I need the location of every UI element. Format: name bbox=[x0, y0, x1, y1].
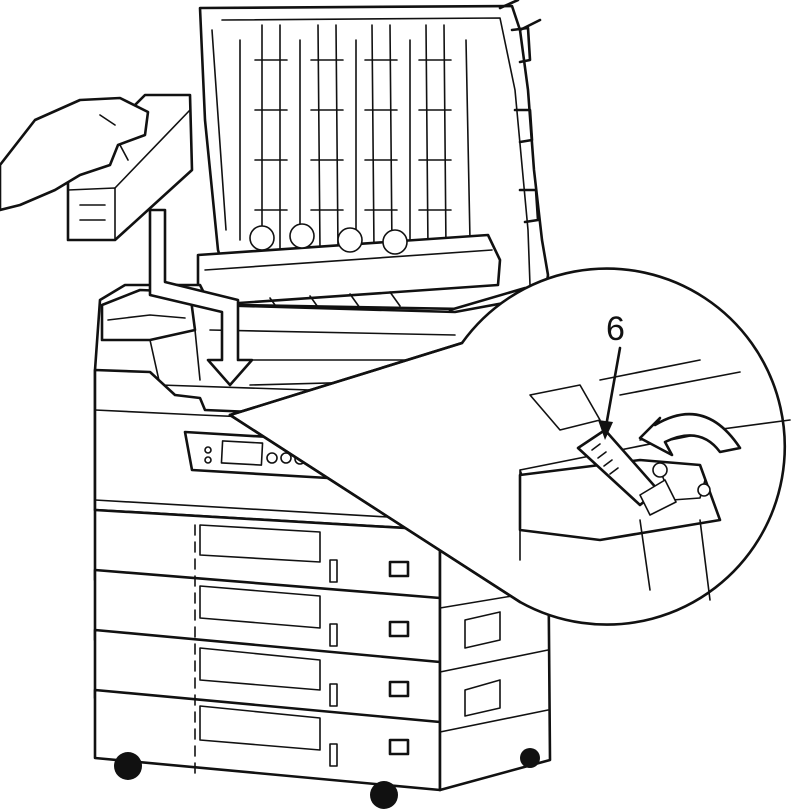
panel-button[interactable] bbox=[204, 456, 212, 464]
tray-label bbox=[388, 680, 410, 698]
tray-label bbox=[388, 620, 410, 638]
tray-label bbox=[388, 738, 410, 756]
toner-cartridge bbox=[66, 93, 194, 242]
paper-level-indicator bbox=[329, 623, 338, 647]
lcd-display bbox=[220, 440, 264, 466]
led-head-bar bbox=[196, 223, 502, 315]
paper-level-indicator bbox=[329, 559, 338, 583]
panel-button[interactable] bbox=[280, 452, 292, 464]
paper-level-indicator bbox=[329, 743, 338, 767]
drum-guides bbox=[239, 24, 471, 251]
callout-leader bbox=[598, 346, 622, 440]
rotate-arrow bbox=[638, 412, 742, 457]
caster-wheel bbox=[114, 752, 142, 780]
insert-arrow bbox=[148, 208, 254, 387]
caster-wheel bbox=[370, 781, 398, 809]
paper-level-indicator bbox=[329, 683, 338, 707]
drum-lock-lever[interactable] bbox=[576, 428, 677, 516]
callout-label: 6 bbox=[606, 310, 625, 348]
hand bbox=[0, 96, 150, 212]
tray-label bbox=[388, 560, 410, 578]
panel-button[interactable] bbox=[266, 452, 278, 464]
latch-detail bbox=[518, 359, 791, 601]
caster-wheel bbox=[520, 748, 540, 768]
hand-holding-toner bbox=[0, 93, 194, 242]
panel-button[interactable] bbox=[204, 446, 212, 454]
open-top-cover bbox=[198, 0, 550, 312]
zoom-callout: 6 bbox=[228, 267, 791, 626]
